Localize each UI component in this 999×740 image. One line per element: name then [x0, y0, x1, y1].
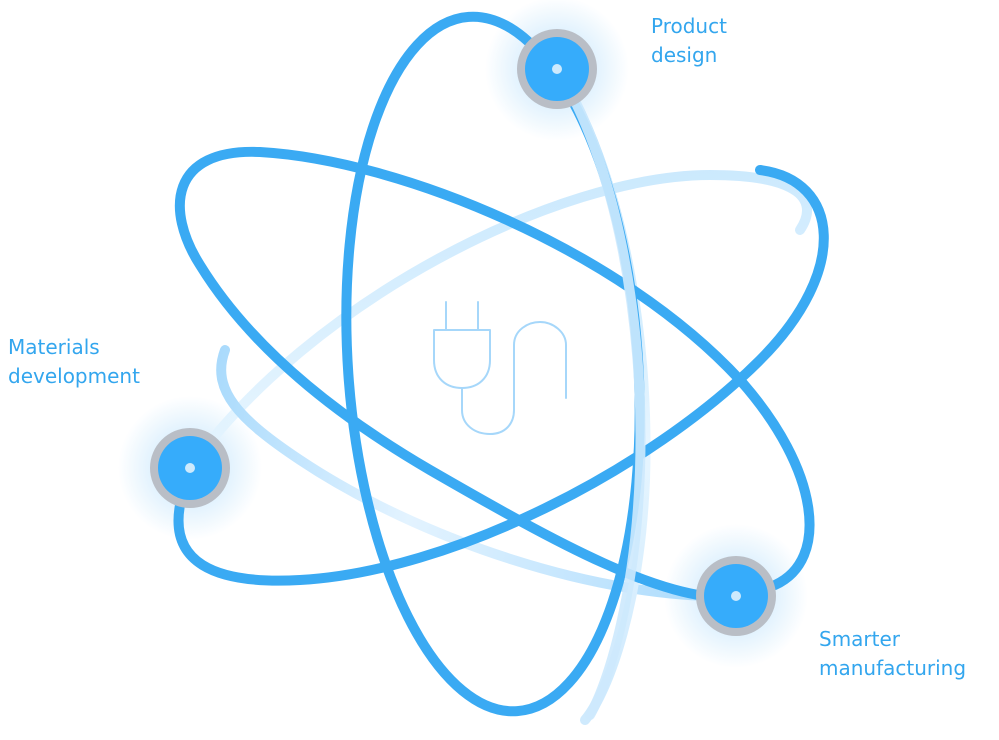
- label-smarter-line-1: Smarter: [819, 627, 901, 651]
- orbit-node-icon: [517, 29, 597, 109]
- label-smarter-line-2: manufacturing: [819, 656, 967, 680]
- plug-icon: [433, 301, 567, 435]
- orbit-diagonal-up: [173, 165, 829, 586]
- label-product-design: Product design: [651, 12, 727, 70]
- label-materials-line-2: development: [8, 364, 140, 388]
- orbit-arc-light-bottom: [216, 345, 741, 602]
- label-smarter-manufacturing: Smarter manufacturing: [819, 625, 966, 683]
- label-product-line-2: design: [651, 43, 718, 67]
- label-materials-line-1: Materials: [8, 335, 100, 359]
- label-materials-development: Materials development: [8, 333, 140, 391]
- orbit-node-icon: [696, 556, 776, 636]
- label-product-line-1: Product: [651, 14, 727, 38]
- orbit-diagonal-down: [175, 146, 815, 604]
- orbit-arc-light-left: [185, 169, 813, 473]
- orbit-node-icon: [150, 428, 230, 508]
- orbit-vertical-highlight: [552, 64, 646, 720]
